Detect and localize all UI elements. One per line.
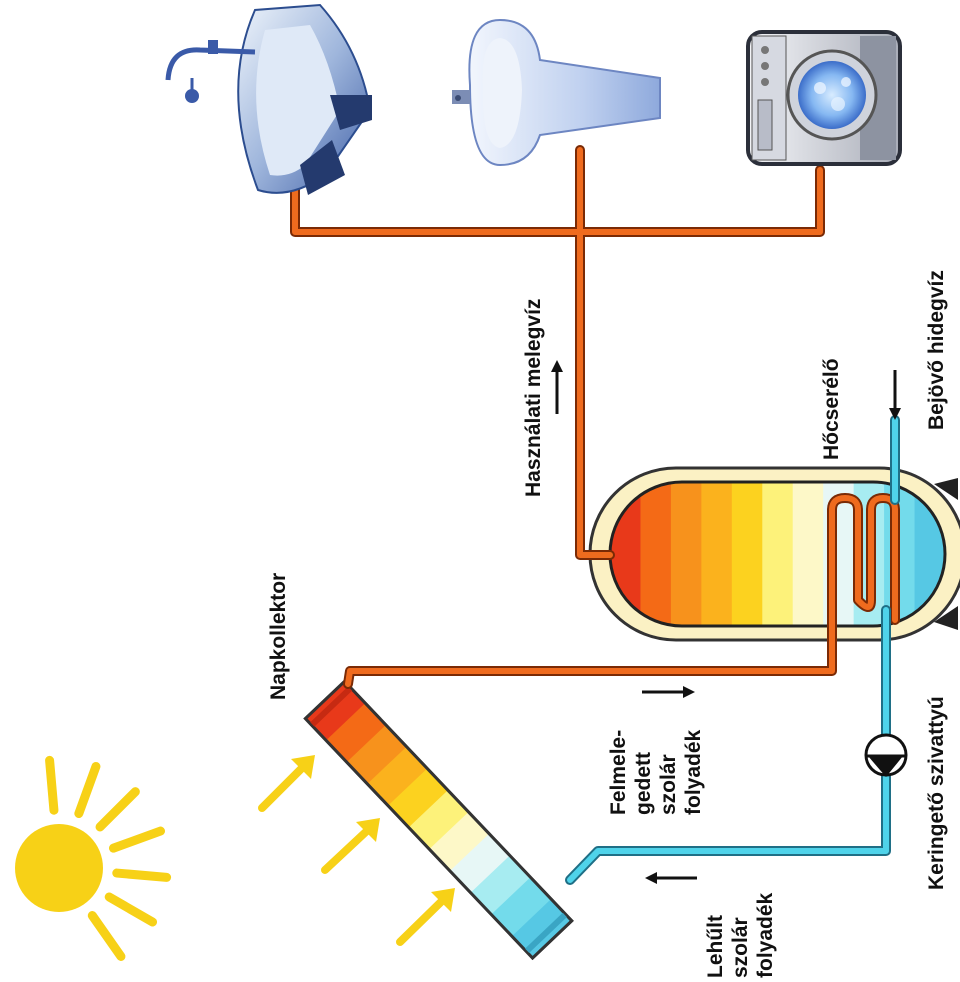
- collector-band: [408, 790, 469, 850]
- cooled-fluid-line-1: Lehűlt: [704, 915, 727, 978]
- collector-band: [449, 833, 511, 894]
- sun-ray: [95, 787, 140, 832]
- cold-water-inlet-label: Bejövő hidegvíz: [925, 270, 948, 430]
- cold-solar-pipe: [565, 605, 891, 885]
- storage-tank: [588, 466, 960, 642]
- sunlight-arrow: [258, 755, 315, 812]
- sun-ray: [74, 762, 101, 818]
- tank-band: [762, 482, 794, 626]
- collector-band: [305, 681, 366, 741]
- sunlight-arrow: [396, 888, 455, 946]
- heated-fluid-line-4: folyadék: [682, 729, 705, 815]
- hot-water-use-label: Használati melegvíz: [522, 299, 545, 497]
- sun-disc: [15, 824, 103, 912]
- sun-ray: [109, 826, 165, 853]
- pump-icon: [864, 733, 908, 777]
- cooled-fluid-line-2: szolár: [729, 917, 752, 978]
- collector-gradient: [305, 681, 573, 959]
- washing-machine-icon: [746, 30, 902, 166]
- heated-fluid-line-1: Felmele-: [607, 730, 630, 815]
- sun-ray: [104, 892, 158, 927]
- hot-water-outlet-pipe: [290, 145, 825, 560]
- heated-fluid-line-2: gedett: [632, 752, 655, 815]
- collector-band: [429, 811, 490, 872]
- tank-band: [792, 482, 824, 626]
- collector-band: [326, 703, 387, 763]
- collector-band: [470, 855, 531, 915]
- sun-icon: [15, 755, 172, 961]
- sun-ray: [45, 755, 59, 815]
- sunlight-arrow: [321, 818, 380, 874]
- collector-band: [388, 768, 449, 828]
- pump-label: Keringető szivattyú: [925, 696, 948, 890]
- cooled-fluid-label: Lehűlt szolár folyadék: [704, 892, 777, 978]
- collector-label: Napkollektor: [267, 573, 290, 700]
- sun-ray: [87, 911, 126, 961]
- collector-band: [491, 877, 552, 937]
- hot-solar-pipe: [343, 493, 900, 689]
- tank-band: [701, 482, 733, 626]
- tank-band: [731, 482, 763, 626]
- heated-fluid-line-3: szolár: [657, 754, 680, 815]
- collector-band: [511, 899, 573, 959]
- bathtub-icon: [165, 3, 372, 195]
- sunlight-arrows: [258, 755, 455, 946]
- collector-band: [367, 746, 428, 807]
- solar-collector: [303, 679, 574, 961]
- tank-band: [640, 482, 672, 626]
- cooled-fluid-line-3: folyadék: [754, 892, 777, 978]
- sink-icon: [452, 18, 661, 167]
- sun-ray: [112, 868, 172, 882]
- heat-exchanger-label: Hőcserélő: [820, 358, 843, 460]
- tank-band: [670, 482, 702, 626]
- arrow-icon: [551, 360, 901, 884]
- collector-band: [346, 724, 407, 785]
- heated-fluid-label: Felmele- gedett szolár folyadék: [607, 729, 705, 815]
